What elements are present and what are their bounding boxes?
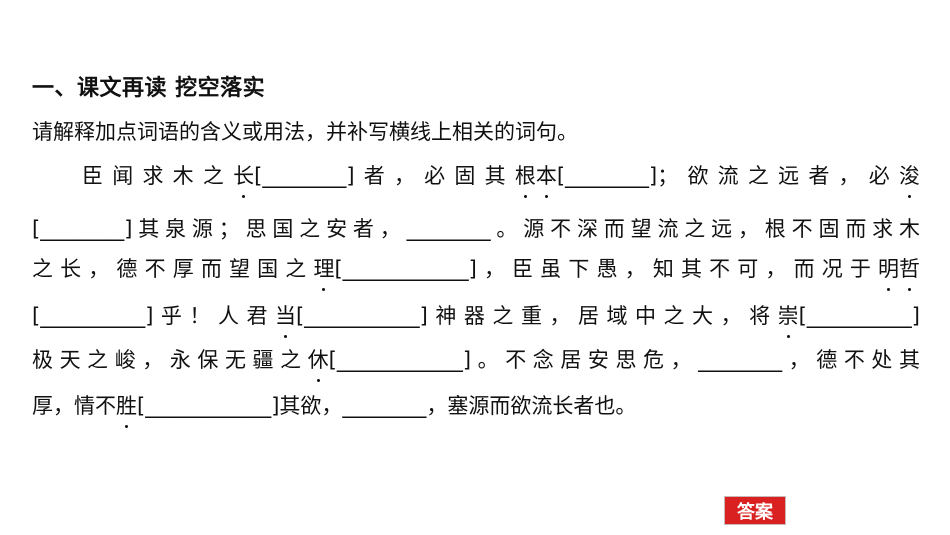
emphasized-word: 本	[536, 161, 557, 198]
passage-line-1: 臣闻求木之长[________]者，必固其根本[________]；欲流之远者，…	[82, 161, 920, 198]
passage-text: [__________]乎！人君	[32, 304, 275, 328]
passage-text: [__________]	[798, 304, 920, 328]
passage-text: 极天之峻，永保无疆之	[32, 348, 308, 372]
passage-line-2: [________]其泉源；思国之安者，________。源不深而望流之远，根不…	[32, 214, 920, 244]
passage-text: 之长，德不厚而望国之	[32, 257, 314, 281]
emphasized-word: 崇	[778, 301, 799, 338]
passage-text: [________]；欲流之远者，必	[556, 164, 900, 188]
emphasized-word: 当	[275, 301, 296, 338]
emphasized-word: 理	[313, 254, 334, 291]
emphasized-word: 哲	[899, 254, 920, 291]
passage-line-6: 厚，情不胜[____________]其欲，________，塞源而欲流长者也。	[32, 391, 920, 428]
passage-line-4: [__________]乎！人君当[___________]神器之重，居域中之大…	[32, 301, 920, 338]
emphasized-word: 胜	[116, 391, 137, 428]
answer-button[interactable]: 答案	[724, 496, 786, 525]
passage-text: [________]者，必固其	[254, 164, 515, 188]
emphasized-word: 明	[878, 254, 899, 291]
section-title: 一、课文再读 挖空落实	[32, 76, 266, 101]
emphasized-word: 休	[308, 345, 329, 382]
passage-text: [________]其泉源；思国之安者，________。源不深而望流之远，根不…	[32, 217, 920, 241]
passage-line-3: 之长，德不厚而望国之理[____________]，臣虽下愚，知其不可，而况于明…	[32, 254, 920, 291]
passage-text: [____________]其欲，________，塞源而欲流长者也。	[137, 394, 637, 418]
passage-line-5: 极天之峻，永保无疆之休[____________]。不念居安思危，_______…	[32, 345, 920, 382]
emphasized-word: 浚	[899, 161, 920, 198]
passage-text: [____________]。不念居安思危，________，德不处其	[328, 348, 920, 372]
passage-text: [___________]神器之重，居域中之大，将	[295, 304, 778, 328]
emphasized-word: 根	[515, 161, 536, 198]
passage-text: [____________]，臣虽下愚，知其不可，而况于	[334, 257, 879, 281]
instruction-text: 请解释加点词语的含义或用法，并补写横线上相关的词句。	[32, 120, 578, 144]
passage-text: 厚，情不	[32, 394, 116, 418]
passage-text: 臣闻求木之	[82, 164, 234, 188]
emphasized-word: 长	[233, 161, 254, 198]
